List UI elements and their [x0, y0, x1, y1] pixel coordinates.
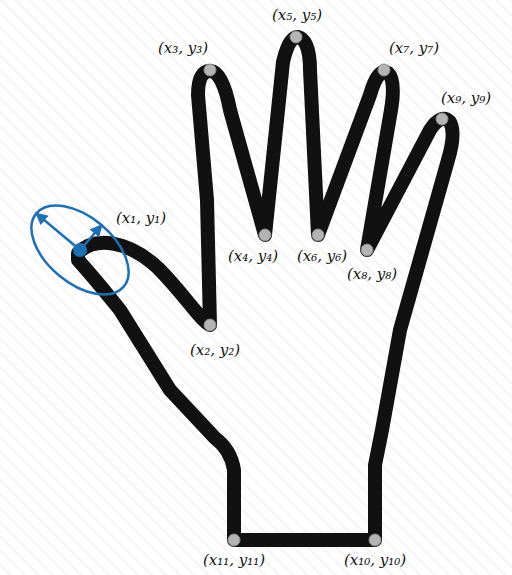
hand-outline — [78, 37, 453, 540]
point-label: (x₉, y₉) — [441, 89, 491, 107]
point-label: (x₃, y₃) — [158, 39, 208, 57]
point-label: (x₅, y₅) — [272, 6, 322, 24]
point-label: (x₄, y₄) — [228, 247, 278, 265]
landmark-dots — [204, 31, 448, 546]
point-label: (x₂, y₂) — [190, 341, 240, 359]
point-label: (x₁₁, y₁₁) — [203, 551, 265, 569]
covariance-ellipse — [15, 188, 145, 312]
point-label: (x₁, y₁) — [116, 209, 166, 227]
point-label: (x₇, y₇) — [389, 39, 439, 57]
point-label: (x₁₀, y₁₀) — [344, 551, 406, 569]
point-label: (x₈, y₈) — [347, 265, 397, 283]
point-label: (x₆, y₆) — [297, 247, 347, 265]
